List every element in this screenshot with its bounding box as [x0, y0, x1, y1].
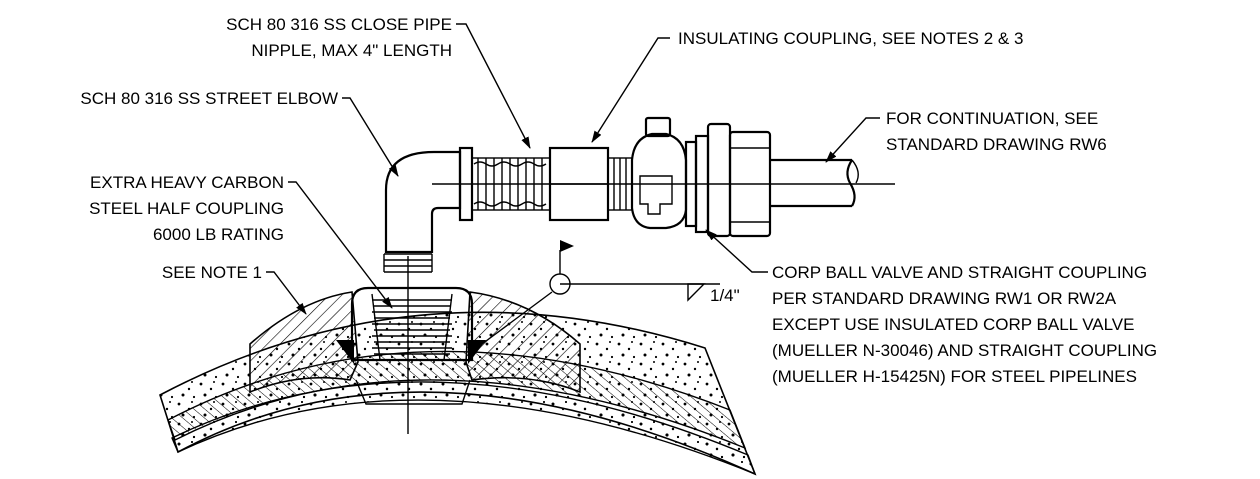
corp-valve-label-1: CORP BALL VALVE AND STRAIGHT COUPLING — [772, 263, 1147, 282]
corp-valve-label-2: PER STANDARD DRAWING RW1 OR RW2A — [772, 289, 1117, 308]
corp-valve-label-3: EXCEPT USE INSULATED CORP BALL VALVE — [772, 315, 1134, 334]
close-nipple-label-2: NIPPLE, MAX 4" LENGTH — [251, 41, 452, 60]
half-coupling-label-3: 6000 LB RATING — [153, 225, 284, 244]
weld-buildup — [249, 291, 581, 405]
continuation-label-1: FOR CONTINUATION, SEE — [886, 109, 1098, 128]
insulating-coupling-label: INSULATING COUPLING, SEE NOTES 2 & 3 — [678, 29, 1023, 48]
street-elbow-label: SCH 80 316 SS STREET ELBOW — [80, 89, 338, 108]
weld-size-label: 1/4" — [710, 286, 740, 305]
continuation-label-2: STANDARD DRAWING RW6 — [886, 135, 1107, 154]
leader-lines — [266, 23, 880, 315]
corp-valve-label-4: (MUELLER N-30046) AND STRAIGHT COUPLING — [772, 341, 1157, 360]
corp-valve-label-5: (MUELLER H-15425N) FOR STEEL PIPELINES — [772, 367, 1137, 386]
half-coupling-label-1: EXTRA HEAVY CARBON — [90, 173, 284, 192]
street-elbow — [383, 150, 462, 273]
close-nipple-label-1: SCH 80 316 SS CLOSE PIPE — [226, 15, 452, 34]
straight-coupling — [706, 122, 772, 238]
service-pipe — [770, 158, 859, 208]
corp-ball-valve — [630, 116, 710, 234]
half-coupling — [350, 286, 474, 362]
half-coupling-label-2: STEEL HALF COUPLING — [89, 199, 284, 218]
weld-symbol — [481, 240, 720, 345]
see-note-label: SEE NOTE 1 — [162, 263, 262, 282]
labels: SCH 80 316 SS CLOSE PIPE NIPPLE, MAX 4" … — [80, 15, 1157, 386]
